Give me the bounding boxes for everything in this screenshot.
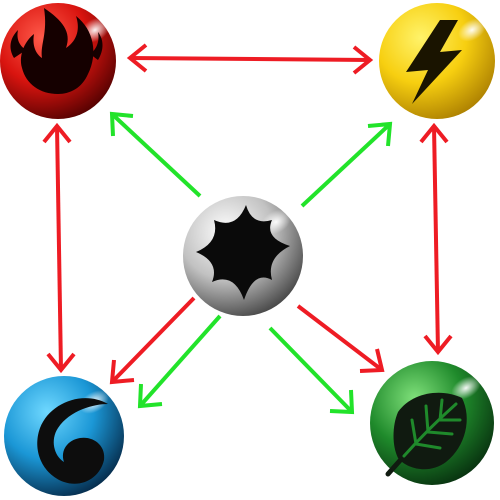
arrow-colorless-grass-red-shaft	[296, 304, 384, 372]
arrow-colorless-grass-green	[268, 326, 355, 415]
arrow-colorless-water-red-shaft	[110, 296, 196, 384]
water-drop-icon	[37, 398, 108, 484]
arrow-fire-lightning-head-end	[352, 45, 374, 75]
arrow-colorless-lightning-shaft	[300, 122, 392, 208]
fire-orb	[0, 3, 116, 119]
arrow-fire-water	[42, 122, 76, 374]
arrow-colorless-lightning	[300, 121, 393, 208]
arrow-fire-lightning-shaft	[129, 56, 371, 62]
arrow-colorless-grass-red-head	[359, 348, 385, 373]
arrow-colorless-grass-green-shaft	[268, 326, 354, 414]
lightning-orb-gloss	[458, 18, 486, 42]
star-icon	[196, 205, 290, 300]
arrow-lightning-grass-shaft	[432, 125, 440, 353]
arrow-fire-lightning-head-start	[126, 43, 148, 73]
arrow-lightning-grass-head-end	[423, 334, 453, 356]
arrow-colorless-lightning-head	[367, 121, 393, 147]
orbs-layer	[0, 3, 495, 496]
arrow-colorless-grass-green-head	[329, 389, 355, 415]
arrow-lightning-grass	[419, 122, 453, 356]
water-orb	[4, 376, 124, 496]
arrow-colorless-fire-head	[109, 111, 134, 137]
arrow-colorless-water-red	[109, 296, 196, 385]
lightning-icon	[406, 20, 462, 104]
leaf-icon	[385, 392, 467, 477]
colorless-orb	[183, 196, 303, 316]
arrow-fire-water-shaft	[55, 125, 63, 371]
arrow-lightning-grass-head-start	[419, 122, 449, 144]
fire-icon-flame-left	[10, 30, 26, 58]
fire-icon-shape	[20, 8, 94, 94]
arrow-colorless-water-green-shaft	[138, 314, 222, 408]
arrow-colorless-water-green	[137, 314, 222, 409]
arrow-colorless-fire	[109, 111, 202, 198]
fire-icon-flame-right	[90, 32, 103, 60]
lightning-orb	[379, 3, 495, 119]
fire-icon	[10, 8, 103, 94]
arrow-colorless-water-red-head	[109, 359, 135, 385]
leaf-icon-stem	[385, 453, 407, 477]
arrows-layer	[42, 43, 453, 415]
leaf-icon-veins	[402, 398, 462, 458]
arrow-fire-lightning	[126, 43, 374, 75]
grass-orb	[370, 361, 494, 485]
arrow-fire-water-head-start	[42, 122, 72, 144]
arrow-fire-water-head-end	[46, 352, 76, 374]
arrow-colorless-grass-red	[296, 304, 385, 373]
arrow-colorless-water-green-head	[137, 383, 163, 409]
arrow-colorless-fire-shaft	[110, 112, 202, 198]
grass-orb-gloss	[451, 376, 481, 400]
